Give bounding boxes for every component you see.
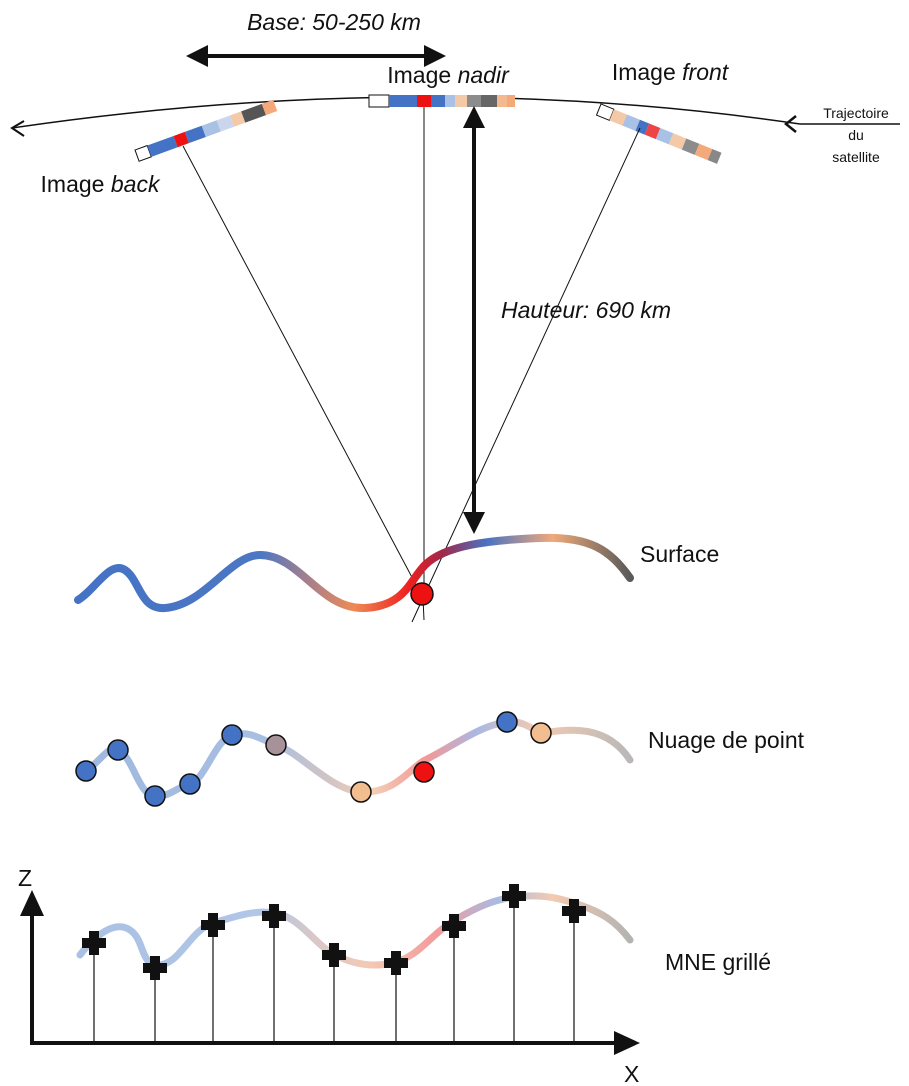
cloud-point	[144, 785, 166, 807]
x-axis-arrowhead	[614, 1031, 640, 1055]
dsm-cross-marker	[384, 951, 408, 975]
x-axis-label: X	[624, 1061, 639, 1086]
dsm-cross-marker	[442, 914, 466, 938]
cloud-point	[221, 724, 243, 746]
dsm-cross-marker	[502, 884, 526, 908]
surface-label: Surface	[640, 541, 719, 567]
trajectory-arrowhead-right	[783, 115, 797, 133]
axes	[20, 890, 640, 1055]
dsm-markers	[82, 884, 586, 980]
dsm-cross-marker	[82, 931, 106, 955]
surface-curve	[74, 533, 634, 613]
dsm-stems	[93, 896, 575, 1043]
ray-front	[422, 127, 641, 599]
trajectory-arrowhead-left	[10, 120, 25, 137]
dsm-cross-marker	[201, 913, 225, 937]
cloud-point	[179, 773, 201, 795]
base-arrow	[186, 45, 446, 67]
z-axis-label: Z	[18, 865, 32, 891]
image-front-label: Image front	[612, 59, 730, 85]
view-rays	[182, 107, 641, 623]
dsm-cross-marker	[143, 956, 167, 980]
base-label: Base: 50-250 km	[247, 9, 421, 35]
ray-back	[182, 145, 424, 599]
image-nadir-strip	[368, 94, 515, 108]
cloud-point	[265, 734, 287, 756]
point-cloud-label: Nuage de point	[648, 727, 805, 753]
image-back-strip	[134, 99, 278, 162]
image-back-label: Image back	[41, 171, 161, 197]
dsm-cross-marker	[322, 943, 346, 967]
image-front-strip	[595, 103, 722, 164]
cloud-point	[350, 781, 372, 803]
cloud-point	[496, 711, 518, 733]
trajectory-label-line3: satellite	[832, 149, 880, 165]
dsm-cross-marker	[262, 904, 286, 928]
dsm-cross-marker	[562, 899, 586, 923]
cloud-point	[75, 760, 97, 782]
cloud-point	[107, 739, 129, 761]
height-label: Hauteur: 690 km	[501, 297, 671, 323]
trajectory-label-line1: Trajectoire	[823, 105, 889, 121]
height-arrow	[463, 106, 485, 534]
point-cloud-points	[75, 711, 552, 807]
surface-point-marker	[410, 582, 434, 606]
dsm-label: MNE grillé	[665, 949, 771, 975]
trajectory-label-line2: du	[848, 127, 864, 143]
cloud-point	[413, 761, 435, 783]
dsm-curve	[76, 892, 634, 969]
cloud-point	[530, 722, 552, 744]
z-axis-arrowhead	[20, 890, 44, 916]
image-nadir-label: Image nadir	[387, 62, 510, 88]
